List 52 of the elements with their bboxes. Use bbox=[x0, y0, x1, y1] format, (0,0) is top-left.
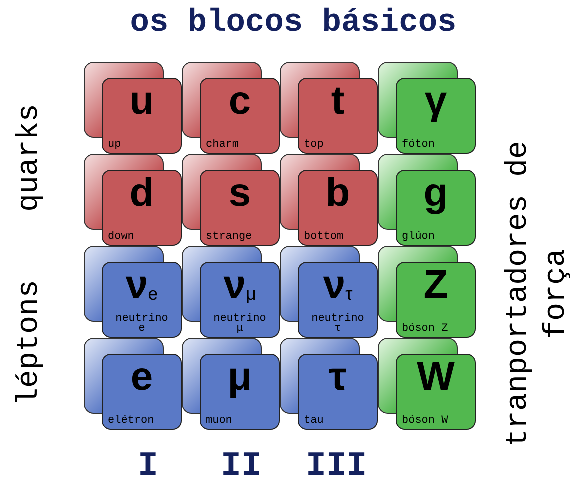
particle-symbol: μ bbox=[226, 355, 254, 399]
particle-name: neutrino e bbox=[114, 314, 170, 334]
particle-name: bóson Z bbox=[402, 324, 450, 334]
particle-cube bbox=[84, 338, 182, 430]
particle-symbol: u bbox=[128, 79, 156, 123]
particle-cube bbox=[378, 246, 476, 338]
particle-name: muon bbox=[206, 416, 234, 426]
particle-name: bottom bbox=[304, 232, 345, 242]
particle-name: neutrino μ bbox=[212, 314, 268, 334]
particle-name: glúon bbox=[402, 232, 436, 242]
particle-cube bbox=[280, 338, 378, 430]
particle-symbol: γ bbox=[424, 79, 448, 123]
particle-cube bbox=[280, 154, 378, 246]
particle-cube bbox=[84, 246, 182, 338]
particle-name: top bbox=[304, 140, 325, 150]
group-label: léptons bbox=[12, 278, 48, 408]
particle-symbol: t bbox=[330, 79, 346, 123]
generation-label: II bbox=[221, 448, 262, 486]
particle-name: down bbox=[108, 232, 136, 242]
particle-name: tau bbox=[304, 416, 325, 426]
particle-cube bbox=[84, 62, 182, 154]
particle-name: strange bbox=[206, 232, 254, 242]
particle-cube bbox=[182, 338, 280, 430]
particle-symbol: b bbox=[324, 171, 352, 215]
particle-name: fóton bbox=[402, 140, 436, 150]
particle-symbol: e bbox=[130, 355, 154, 399]
particle-name: up bbox=[108, 140, 122, 150]
particle-name: bóson W bbox=[402, 416, 450, 426]
particle-cube bbox=[378, 154, 476, 246]
particle-name: elétron bbox=[108, 416, 156, 426]
group-label: tranportadores de força bbox=[501, 140, 575, 450]
particle-name: charm bbox=[206, 140, 240, 150]
particle-symbol: τ bbox=[328, 355, 348, 399]
title: os blocos básicos bbox=[129, 4, 458, 41]
particle-cube bbox=[182, 62, 280, 154]
particle-cube bbox=[378, 62, 476, 154]
generation-label: III bbox=[306, 448, 368, 486]
group-label: quarks bbox=[12, 102, 48, 214]
particle-symbol: Z bbox=[422, 263, 450, 307]
particle-symbol: c bbox=[228, 79, 252, 123]
particle-cube bbox=[182, 246, 280, 338]
particle-symbol: d bbox=[128, 171, 156, 215]
particle-symbol: W bbox=[416, 355, 456, 399]
particle-cube bbox=[182, 154, 280, 246]
particle-name: neutrino τ bbox=[310, 314, 366, 334]
particle-symbol: g bbox=[422, 171, 450, 215]
particle-cube bbox=[84, 154, 182, 246]
particle-cube bbox=[280, 246, 378, 338]
particle-cube bbox=[280, 62, 378, 154]
particle-symbol: s bbox=[228, 171, 252, 215]
particle-cube bbox=[378, 338, 476, 430]
generation-label: I bbox=[138, 448, 158, 486]
